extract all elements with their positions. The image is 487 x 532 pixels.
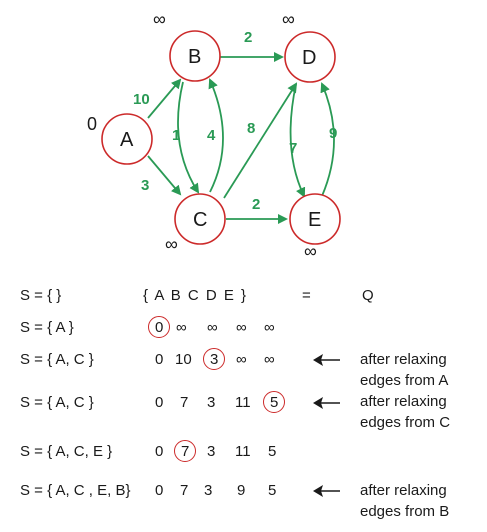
weight-a-b: 10	[133, 91, 150, 108]
table-row: S = { A, C } 0 7 3 11 5 after relaxing e…	[0, 391, 487, 431]
header-set: S = { }	[20, 287, 62, 304]
value-d: 11	[235, 443, 251, 460]
value-e: 5	[268, 482, 277, 499]
value-e: ∞	[264, 351, 275, 368]
highlight-circle	[263, 391, 285, 413]
weight-d-e: 7	[289, 140, 297, 157]
row-set: S = { A, C, E }	[20, 443, 113, 460]
value-a: 0	[155, 351, 164, 368]
row-set: S = { A, C }	[20, 394, 94, 411]
value-c: 3	[207, 443, 216, 460]
table-row: S = { A } 0 ∞ ∞ ∞ ∞	[0, 316, 487, 347]
value-c: 3	[207, 394, 216, 411]
value-a: 0	[155, 482, 164, 499]
node-d-label: D	[302, 47, 316, 69]
value-c: ∞	[207, 319, 218, 336]
left-arrow-icon	[313, 485, 340, 497]
edge-d-e	[289, 83, 306, 198]
distance-table: S = { } { A B C D E } = Q S = { A } 0 ∞ …	[0, 270, 487, 532]
dist-b: ∞	[153, 9, 166, 29]
edge-c-d	[223, 82, 298, 199]
node-d	[284, 31, 336, 83]
dist-e: ∞	[304, 241, 317, 261]
note-line-1: after relaxing	[360, 482, 447, 499]
table-row: S = { A, C, E } 0 7 3 11 5	[0, 440, 487, 471]
value-b: 10	[175, 351, 192, 368]
value-a: 0	[155, 443, 164, 460]
note-line-2: edges from B	[360, 503, 450, 520]
value-e: 5	[270, 394, 279, 411]
weight-b-d: 2	[244, 29, 252, 46]
note-line-2: edges from A	[360, 372, 449, 389]
note-line-1: after relaxing	[360, 351, 447, 368]
note-line-2: edges from C	[360, 414, 451, 431]
edge-a-b	[147, 78, 182, 119]
left-arrow-icon	[313, 397, 340, 409]
node-b-label: B	[188, 46, 201, 68]
node-e	[289, 193, 341, 245]
value-d: ∞	[236, 351, 247, 368]
row-set: S = { A }	[20, 319, 74, 336]
weight-b-c: 1	[172, 127, 180, 144]
value-d: 11	[235, 394, 251, 411]
weight-c-b: 4	[207, 127, 216, 144]
edge-b-c	[177, 81, 200, 194]
value-b: 7	[180, 394, 189, 411]
highlight-circle	[203, 348, 225, 370]
value-b: 7	[181, 443, 190, 460]
table-row: S = { A, C } 0 10 3 ∞ ∞ after relaxing e…	[0, 348, 487, 389]
value-d: 9	[237, 482, 246, 499]
edge-c-b	[208, 78, 224, 193]
node-a	[101, 113, 153, 165]
note-line-1: after relaxing	[360, 393, 447, 410]
edge-a-c	[147, 155, 182, 196]
header-queue: { A B C D E }	[143, 287, 247, 304]
dist-a: 0	[87, 114, 97, 134]
value-d: ∞	[236, 319, 247, 336]
value-a: 0	[155, 394, 164, 411]
value-e: 5	[268, 443, 277, 460]
value-b: 7	[180, 482, 189, 499]
highlight-circle	[148, 316, 170, 338]
left-arrow-icon	[313, 354, 340, 366]
table-row: S = { A, C , E, B} 0 7 3 9 5 after relax…	[0, 480, 487, 520]
node-c-label: C	[193, 209, 207, 231]
weight-c-d: 8	[247, 120, 255, 137]
graph-diagram: 10 3 1 4 2 8 2 7 9 A B C D E 0 ∞ ∞ ∞ ∞	[87, 9, 341, 261]
value-b: ∞	[176, 319, 187, 336]
edge-e-d	[320, 82, 335, 197]
header-q: Q	[362, 287, 374, 304]
row-set: S = { A, C , E, B}	[20, 482, 131, 499]
table-header: S = { } { A B C D E } = Q	[0, 285, 487, 315]
weight-a-c: 3	[141, 177, 149, 194]
weight-c-e: 2	[252, 196, 260, 213]
node-e-label: E	[308, 209, 321, 231]
node-b	[169, 30, 221, 82]
dist-d: ∞	[282, 9, 295, 29]
dist-c: ∞	[165, 234, 178, 254]
value-e: ∞	[264, 319, 275, 336]
header-equals: =	[302, 287, 311, 304]
row-set: S = { A, C }	[20, 351, 94, 368]
node-c	[174, 193, 226, 245]
value-a: 0	[155, 319, 164, 336]
value-c: 3	[204, 482, 213, 499]
highlight-circle	[174, 440, 196, 462]
value-c: 3	[210, 351, 219, 368]
weight-e-d: 9	[329, 125, 337, 142]
node-a-label: A	[120, 129, 134, 151]
